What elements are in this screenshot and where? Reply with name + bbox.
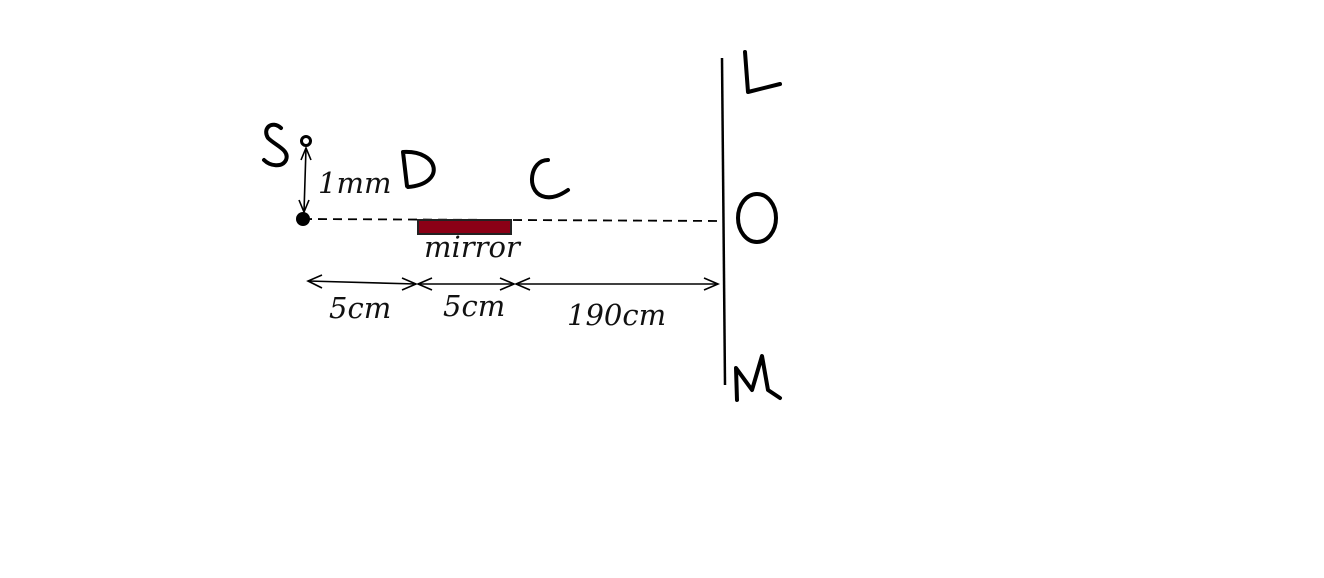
label-dist-source-mirror: 5cm (329, 291, 391, 325)
mirror (417, 219, 512, 235)
label-dist-mirror-length: 5cm (443, 289, 505, 323)
height-arrow (298, 145, 312, 215)
letter-d-glyph (401, 149, 436, 189)
label-point-m: M (736, 399, 737, 401)
label-mirror: mirror (424, 230, 522, 264)
label-dist-mirror-screen: 190cm (567, 298, 666, 332)
label-point-c: C (530, 197, 531, 199)
source-point (300, 135, 312, 147)
letter-s-glyph (262, 122, 289, 168)
dimension-arrows (306, 274, 721, 291)
letter-m-glyph (734, 354, 782, 402)
label-height: 1mm (318, 166, 391, 200)
letter-o-glyph (736, 192, 778, 244)
letter-l-glyph (743, 50, 782, 94)
axis-dashed-line (302, 218, 723, 222)
label-source: S (262, 169, 263, 171)
label-point-l: L (745, 91, 746, 93)
letter-c-glyph (529, 158, 570, 200)
label-point-d: D (403, 187, 404, 189)
screen-line (720, 57, 727, 386)
axis-point (296, 212, 310, 226)
label-point-o: O (740, 241, 741, 243)
